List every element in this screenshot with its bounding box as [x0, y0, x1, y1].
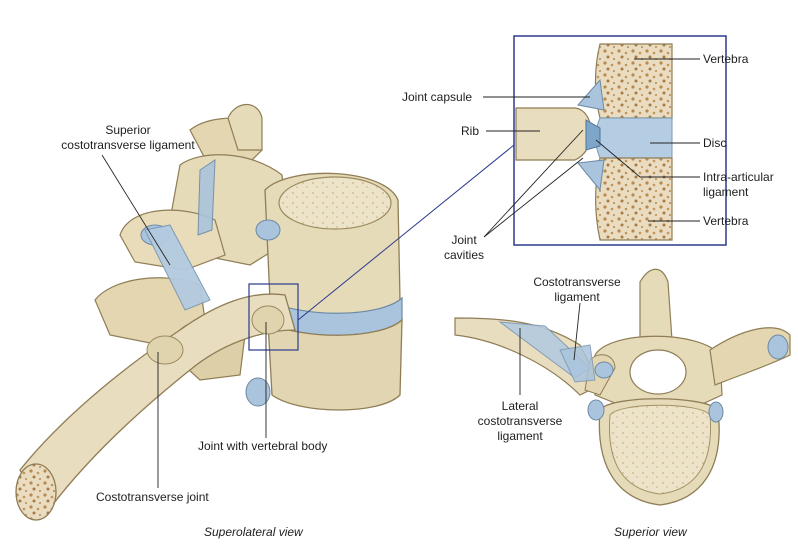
label-joint-cavities: Joint cavities: [426, 233, 502, 263]
label-vertebra-bottom: Vertebra: [703, 214, 749, 228]
leader-lines: [101, 58, 700, 488]
label-line: costotransverse: [477, 414, 563, 428]
rib-left: [15, 293, 296, 521]
label-joint-with-vertebral-body: Joint with vertebral body: [198, 439, 328, 453]
superior-costotransverse-ligament: [144, 224, 211, 311]
detail-highlight-box: [248, 283, 299, 351]
caption-superior-view: Superior view: [614, 525, 687, 539]
label-vertebra-top: Vertebra: [703, 52, 749, 66]
label-joint-capsule: Joint capsule: [402, 90, 473, 104]
label-line: ligament: [554, 290, 600, 304]
label-line: Joint: [451, 233, 477, 247]
superior-view-vertebra: [454, 268, 791, 506]
label-line: Lateral: [501, 399, 539, 413]
inset-detail: [513, 35, 727, 246]
label-disc: Disc: [703, 136, 727, 150]
label-line: Intra-articular: [703, 170, 774, 184]
label-lateral-costotransverse-ligament: Lateral costotransverse ligament: [464, 399, 576, 444]
label-costotransverse-ligament: Costotransverse ligament: [515, 275, 639, 305]
label-superior-costotransverse-ligament: Superior costotransverse ligament: [40, 123, 216, 153]
label-rib: Rib: [461, 124, 480, 138]
label-line: ligament: [703, 185, 749, 199]
label-intra-articular-ligament: Intra-articular ligament: [703, 170, 774, 200]
label-line: ligament: [497, 429, 543, 443]
label-costotransverse-joint: Costotransverse joint: [96, 490, 209, 504]
label-line: Superior: [105, 123, 151, 137]
label-line: costotransverse ligament: [61, 138, 195, 152]
label-line: Costotransverse: [533, 275, 621, 289]
label-line: cavities: [443, 248, 484, 262]
caption-superolateral-view: Superolateral view: [204, 525, 303, 539]
